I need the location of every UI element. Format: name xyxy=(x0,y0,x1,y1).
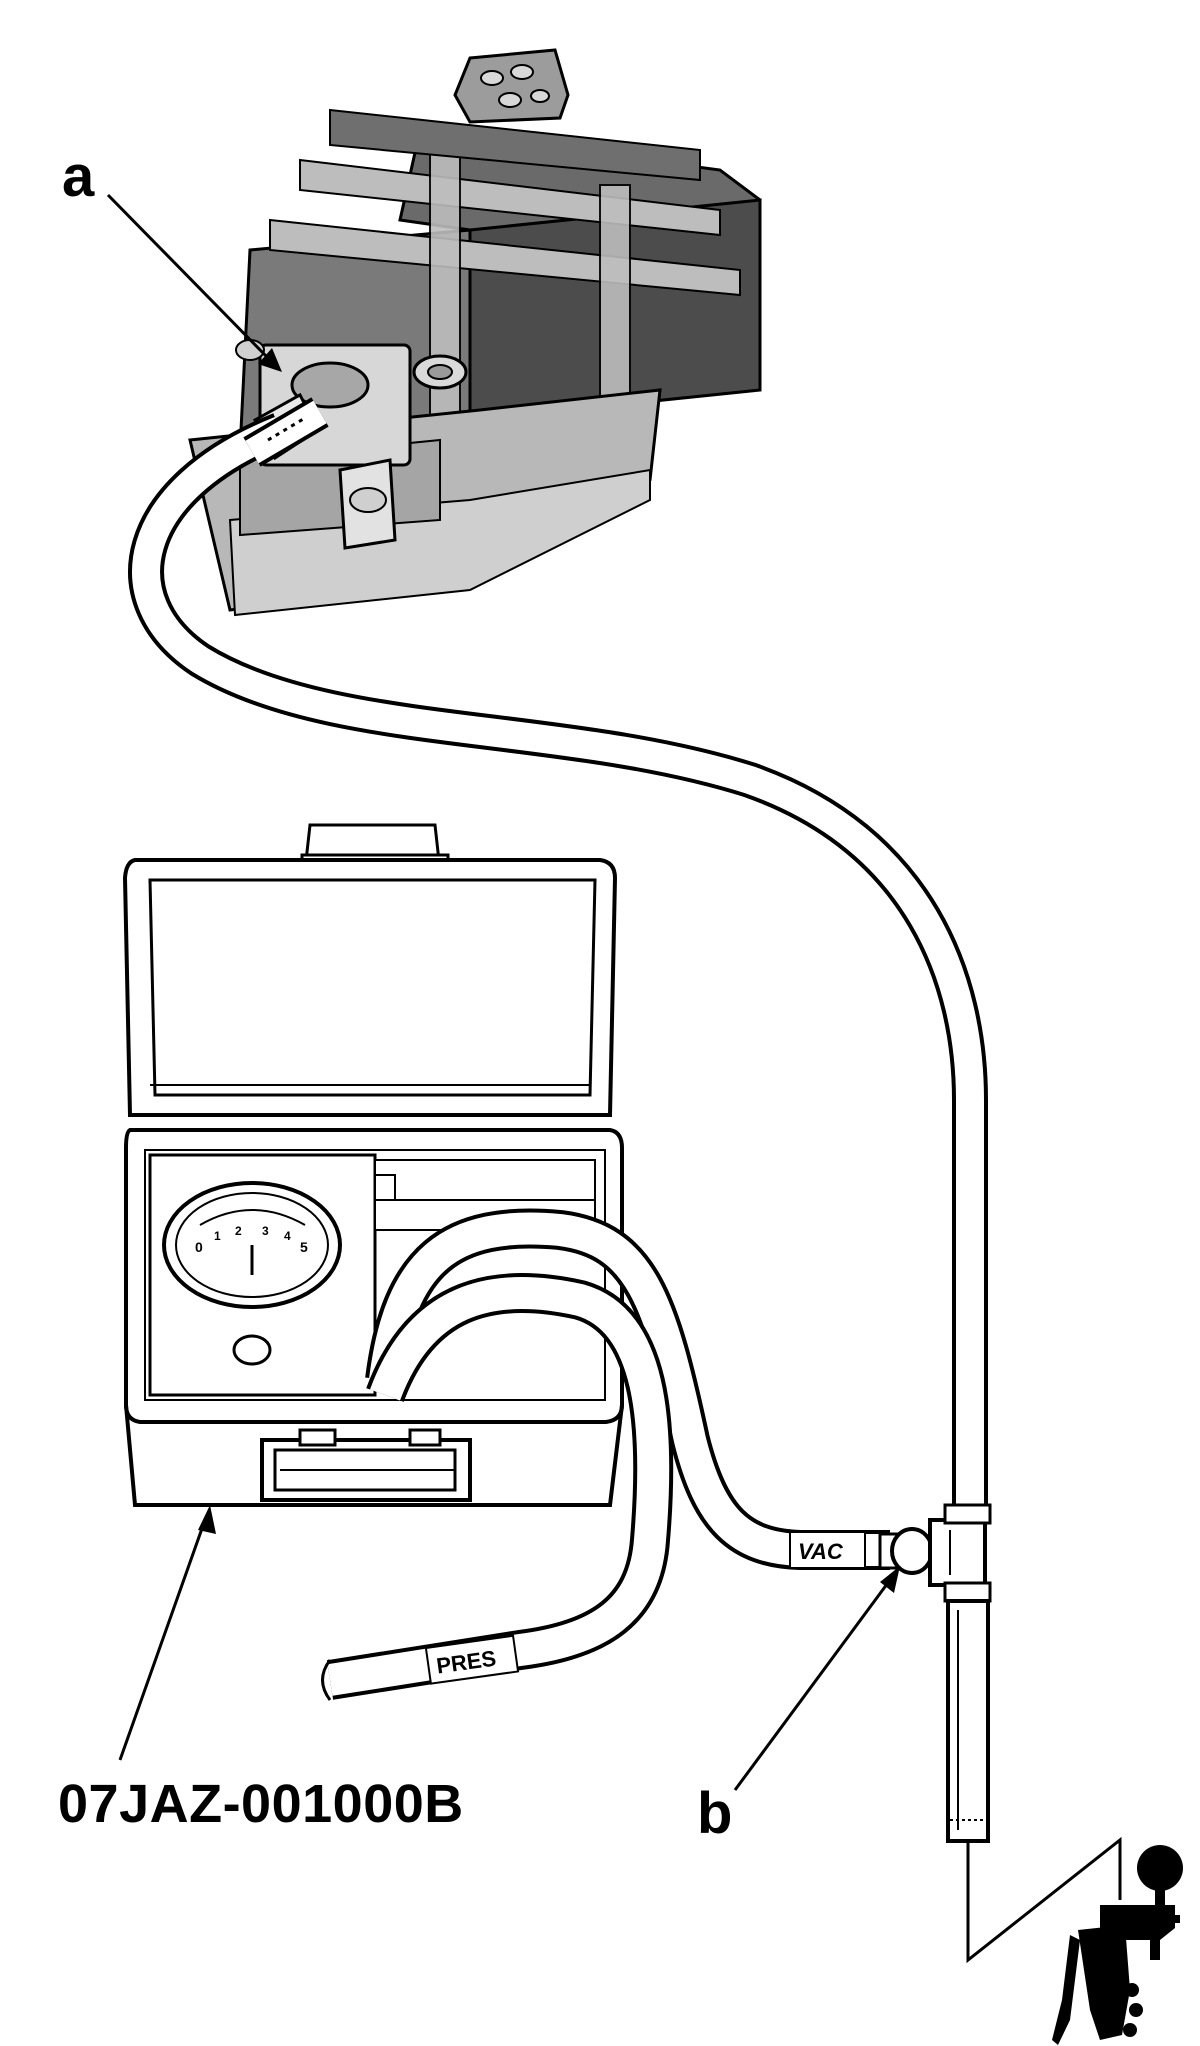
leader-lines xyxy=(106,193,900,1791)
callout-a: a xyxy=(62,144,95,209)
pressure-gauge: 0 1 2 3 4 5 xyxy=(162,1181,342,1309)
gauge-mark: 0 xyxy=(195,1239,203,1255)
vac-hose-label: VAC xyxy=(798,1539,844,1564)
vacuum-pump-icon xyxy=(966,1836,1183,2045)
valve-knob xyxy=(232,1334,272,1366)
evap-canister xyxy=(188,48,762,617)
gauge-mark: 3 xyxy=(262,1224,269,1238)
main-hose xyxy=(128,397,988,1510)
kit-hoses: VAC PRES xyxy=(321,1208,890,1701)
gauge-mark: 4 xyxy=(284,1229,291,1243)
callout-b: b xyxy=(697,1781,733,1846)
gauge-mark: 1 xyxy=(214,1229,221,1243)
tee-fitting xyxy=(878,1503,992,1603)
test-kit-case: 0 1 2 3 4 5 xyxy=(122,823,624,1507)
gauge-mark: 2 xyxy=(235,1224,242,1238)
gauge-mark: 5 xyxy=(300,1239,308,1255)
pump-hose xyxy=(946,1599,990,1843)
tool-number-label: 07JAZ-001000B xyxy=(58,1774,464,1834)
